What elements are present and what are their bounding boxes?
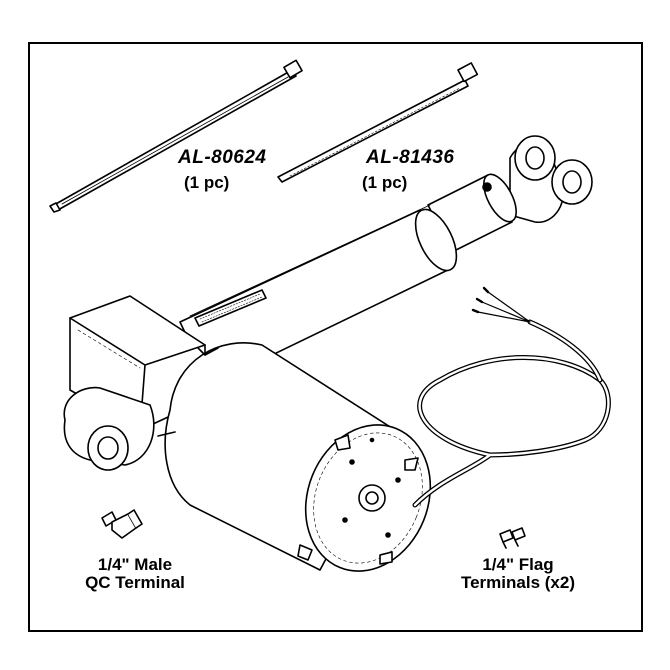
flag-terminal-line2: Terminals (x2) [460, 572, 575, 592]
male-terminal-label: 1/4" Male QC Terminal [70, 556, 200, 592]
cable-tie-al-80624 [49, 59, 303, 213]
flag-terminal-line1: 1/4" Flag [482, 555, 554, 574]
clevis-end [509, 135, 593, 223]
male-qc-terminal [101, 509, 143, 539]
power-cable [412, 286, 611, 508]
flag-terminal-label: 1/4" Flag Terminals (x2) [448, 556, 588, 592]
part-number-al-80624: AL-80624 [178, 147, 267, 168]
motor-body [157, 342, 432, 572]
quantity-al-81436: (1 pc) [362, 173, 408, 192]
cable-tie-al-81436 [277, 62, 479, 183]
male-terminal-line1: 1/4" Male [97, 555, 173, 574]
label-sticker [194, 289, 267, 327]
part-number-al-81436: AL-81436 [366, 147, 455, 168]
flag-terminals [499, 527, 526, 549]
rear-mount [63, 386, 155, 471]
quantity-al-80624: (1 pc) [184, 173, 230, 192]
outer-tube [179, 204, 458, 386]
male-terminal-line2: QC Terminal [85, 572, 185, 592]
